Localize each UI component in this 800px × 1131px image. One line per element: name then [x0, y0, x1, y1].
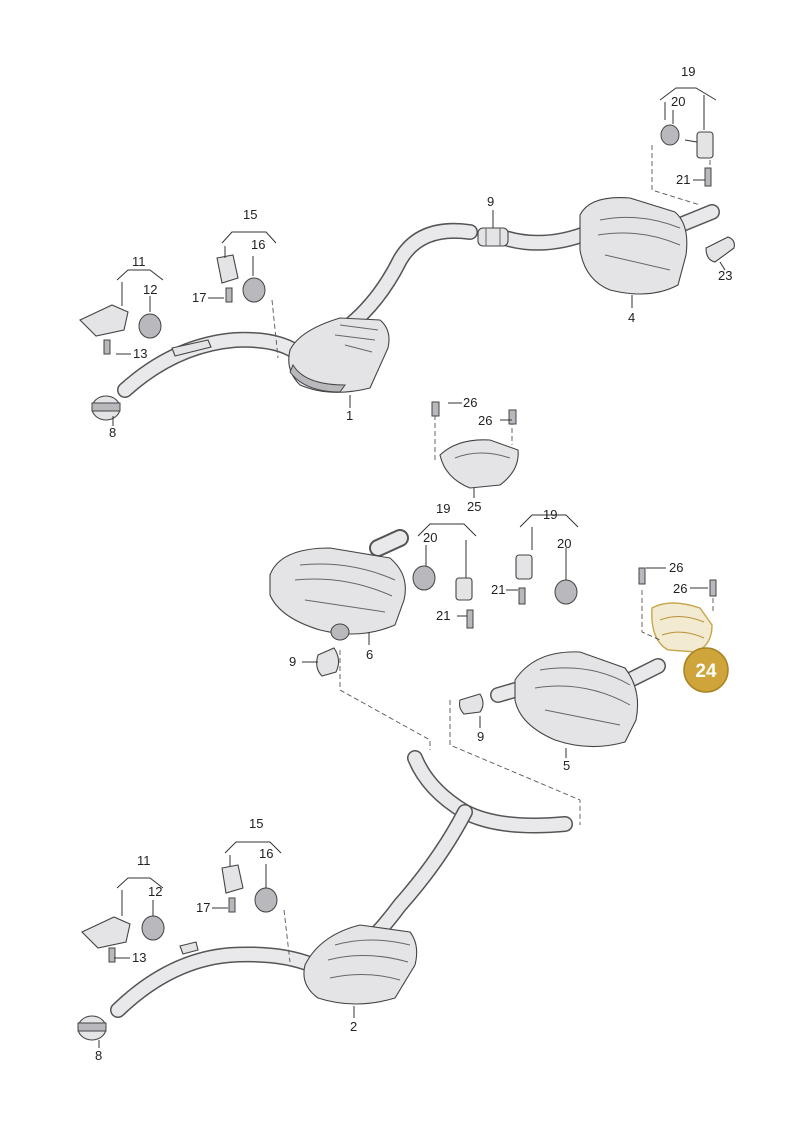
routing-line-right — [449, 700, 581, 825]
callout-15: 15 — [249, 816, 263, 831]
callout-12: 12 — [143, 282, 157, 297]
heat-shield-24 — [638, 567, 717, 653]
hanger-group-top-right — [651, 87, 717, 206]
callout-20: 20 — [671, 94, 685, 109]
callout-17: 17 — [192, 290, 206, 305]
callout-16: 16 — [251, 237, 265, 252]
callout-16: 16 — [259, 846, 273, 861]
clamp-9-upper — [477, 227, 509, 247]
callout-11: 11 — [132, 254, 146, 269]
heat-shield-25 — [431, 401, 519, 489]
callout-17: 17 — [196, 900, 210, 915]
hanger-group-11-lower — [81, 877, 199, 963]
callout-21: 21 — [436, 608, 450, 623]
callout-8: 8 — [95, 1048, 102, 1063]
callout-21: 21 — [491, 582, 505, 597]
clamp-8-lower — [77, 1015, 107, 1041]
callout-26: 26 — [669, 560, 683, 575]
callout-26: 26 — [463, 395, 477, 410]
callout-21: 21 — [676, 172, 690, 187]
hanger-group-11 — [79, 269, 212, 357]
callout-9: 9 — [477, 729, 484, 744]
callout-20: 20 — [423, 530, 437, 545]
callout-2: 2 — [350, 1019, 357, 1034]
center-muffler-2 — [303, 924, 418, 1005]
tailpipe-23 — [705, 236, 735, 263]
callout-9: 9 — [289, 654, 296, 669]
muffler-5 — [458, 651, 666, 748]
callout-13: 13 — [133, 346, 147, 361]
front-muffler-1 — [288, 317, 390, 393]
clamp-8-upper — [91, 395, 121, 421]
lower-assembly — [77, 750, 573, 1041]
rear-muffler-4 — [579, 197, 688, 295]
leader-lines — [98, 110, 726, 1048]
callout-20: 20 — [557, 536, 571, 551]
callout-13: 13 — [132, 950, 146, 965]
callout-26: 26 — [673, 581, 687, 596]
callout-5: 5 — [563, 758, 570, 773]
callout-25: 25 — [467, 499, 481, 514]
callout-6: 6 — [366, 647, 373, 662]
hanger-group-19-mid-right — [515, 514, 579, 605]
callout-1: 1 — [346, 408, 353, 423]
callout-11: 11 — [137, 853, 151, 868]
callout-labels: 19 20 21 9 15 16 23 11 12 17 4 13 1 8 26… — [95, 64, 732, 1063]
muffler-6 — [269, 529, 409, 677]
callout-12: 12 — [148, 884, 162, 899]
hanger-group-19-mid-left — [412, 523, 477, 629]
hanger-group-15-lower — [221, 841, 291, 963]
callout-19: 19 — [543, 507, 557, 522]
upper-assembly — [79, 87, 735, 421]
hanger-group-15 — [216, 231, 279, 359]
callout-9: 9 — [487, 194, 494, 209]
callout-19: 19 — [436, 501, 450, 516]
callout-19: 19 — [681, 64, 695, 79]
highlight-badge-24[interactable]: 24 — [683, 647, 729, 693]
callout-23: 23 — [718, 268, 732, 283]
badge-24-label: 24 — [695, 661, 717, 682]
callout-8: 8 — [109, 425, 116, 440]
callout-15: 15 — [243, 207, 257, 222]
callout-26: 26 — [478, 413, 492, 428]
callout-4: 4 — [628, 310, 635, 325]
routing-line-left — [339, 650, 431, 750]
